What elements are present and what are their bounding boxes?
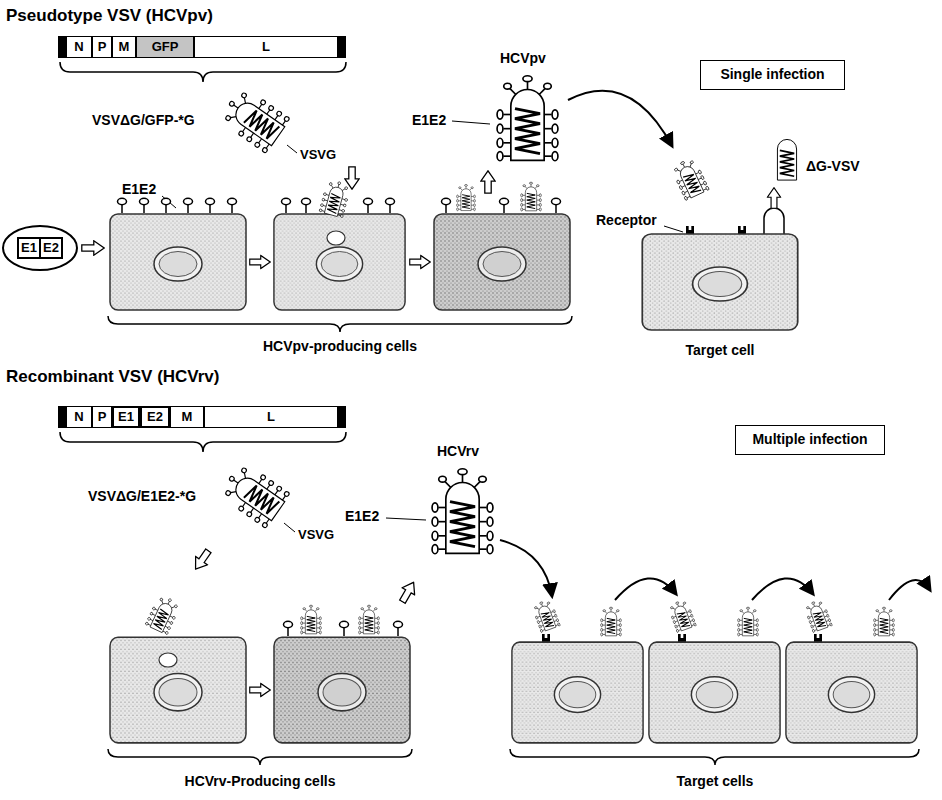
group-label: Target cell [686,342,755,358]
target-cells [512,599,917,743]
infection-arrow [889,580,930,600]
genome-segment: M [170,406,204,428]
hollow-arrow [190,547,215,574]
node-text: N [74,410,83,424]
hcvpv-virion [497,76,558,161]
infection-arrow [500,540,552,596]
dg-vsv-particle [777,139,796,180]
node-text: N [74,40,83,54]
hollow-arrow [481,171,495,193]
hollow-arrow [250,683,271,696]
node-text: Single infection [720,67,824,82]
plasmid-gene: E2 [39,237,63,259]
node-text: GFP [152,40,179,54]
infection-box: Multiple infection [735,425,885,455]
vsv-virion [218,460,291,529]
producing-cell [110,594,246,743]
node-text: P [98,40,107,54]
part-label: Receptor [596,212,657,228]
plasmid-gene: E1 [17,237,41,259]
hollow-arrow [345,167,359,189]
leader-line [452,121,490,124]
protein-label: VSVG [300,148,336,163]
hollow-arrow [396,579,420,606]
genome-segment: E1 [112,406,140,428]
producing-cell [110,198,246,310]
hcvrv-virion [432,469,493,554]
hollow-arrow [767,188,780,209]
protein-label: E1E2 [122,181,156,197]
infection-box: Single infection [700,60,845,90]
genome-segment: L [194,36,338,58]
node-text: P [98,410,107,424]
virus-name: ΔG-VSV [806,158,860,174]
node-text: E2 [147,410,163,424]
leader-line [386,518,426,520]
bracket [108,316,572,332]
genome-segment: M [112,36,136,58]
virus-name: VSVΔG/E1E2-*G [88,488,196,504]
infection-arrow [568,91,672,146]
genome-segment: N [66,406,92,428]
group-label: HCVrv-Producing cells [185,773,336,789]
section-title: Pseudotype VSV (HCVpv) [6,6,213,26]
node-text: Multiple infection [752,432,867,447]
node-text: M [182,410,193,424]
node-text: E1 [21,241,37,255]
leader-line [287,145,297,153]
target-cell [642,156,797,330]
leader-line [664,226,683,232]
section-title: Recombinant VSV (HCVrv) [6,367,220,387]
infection-arrow [752,578,813,600]
group-label: HCVpv-producing cells [263,338,417,354]
virus-name: VSVΔG/GFP-*G [92,112,195,128]
producing-cell [274,179,405,310]
bracket [510,749,919,765]
protein-label: E1E2 [345,508,379,524]
leader-line [284,523,295,532]
hollow-arrow [82,241,104,255]
virus-name: HCVpv [500,50,546,66]
producing-cell [434,182,570,310]
genome-segment: P [92,36,112,58]
node-text: E1 [118,410,134,424]
genome-segment: E2 [140,406,170,428]
producing-cell [274,605,410,743]
genome-segment: L [204,406,338,428]
protein-label: VSVG [298,528,334,543]
vsv-virion [218,85,291,154]
protein-label: E1E2 [412,112,446,128]
genome-brace [60,432,346,452]
node-text: E2 [43,241,59,255]
hollow-arrow [410,255,431,268]
virus-name: HCVrv [437,443,479,459]
group-label: Target cells [677,773,754,789]
node-text: L [267,410,275,424]
genome-segment: N [66,36,92,58]
node-text: L [262,40,270,54]
genome-segment: GFP [136,36,194,58]
genome-segment: P [92,406,112,428]
genome-brace [60,62,346,82]
plasmid [3,226,77,270]
infection-arrow [615,578,676,600]
hollow-arrow [250,255,271,268]
node-text: M [119,40,130,54]
bracket [108,749,412,765]
